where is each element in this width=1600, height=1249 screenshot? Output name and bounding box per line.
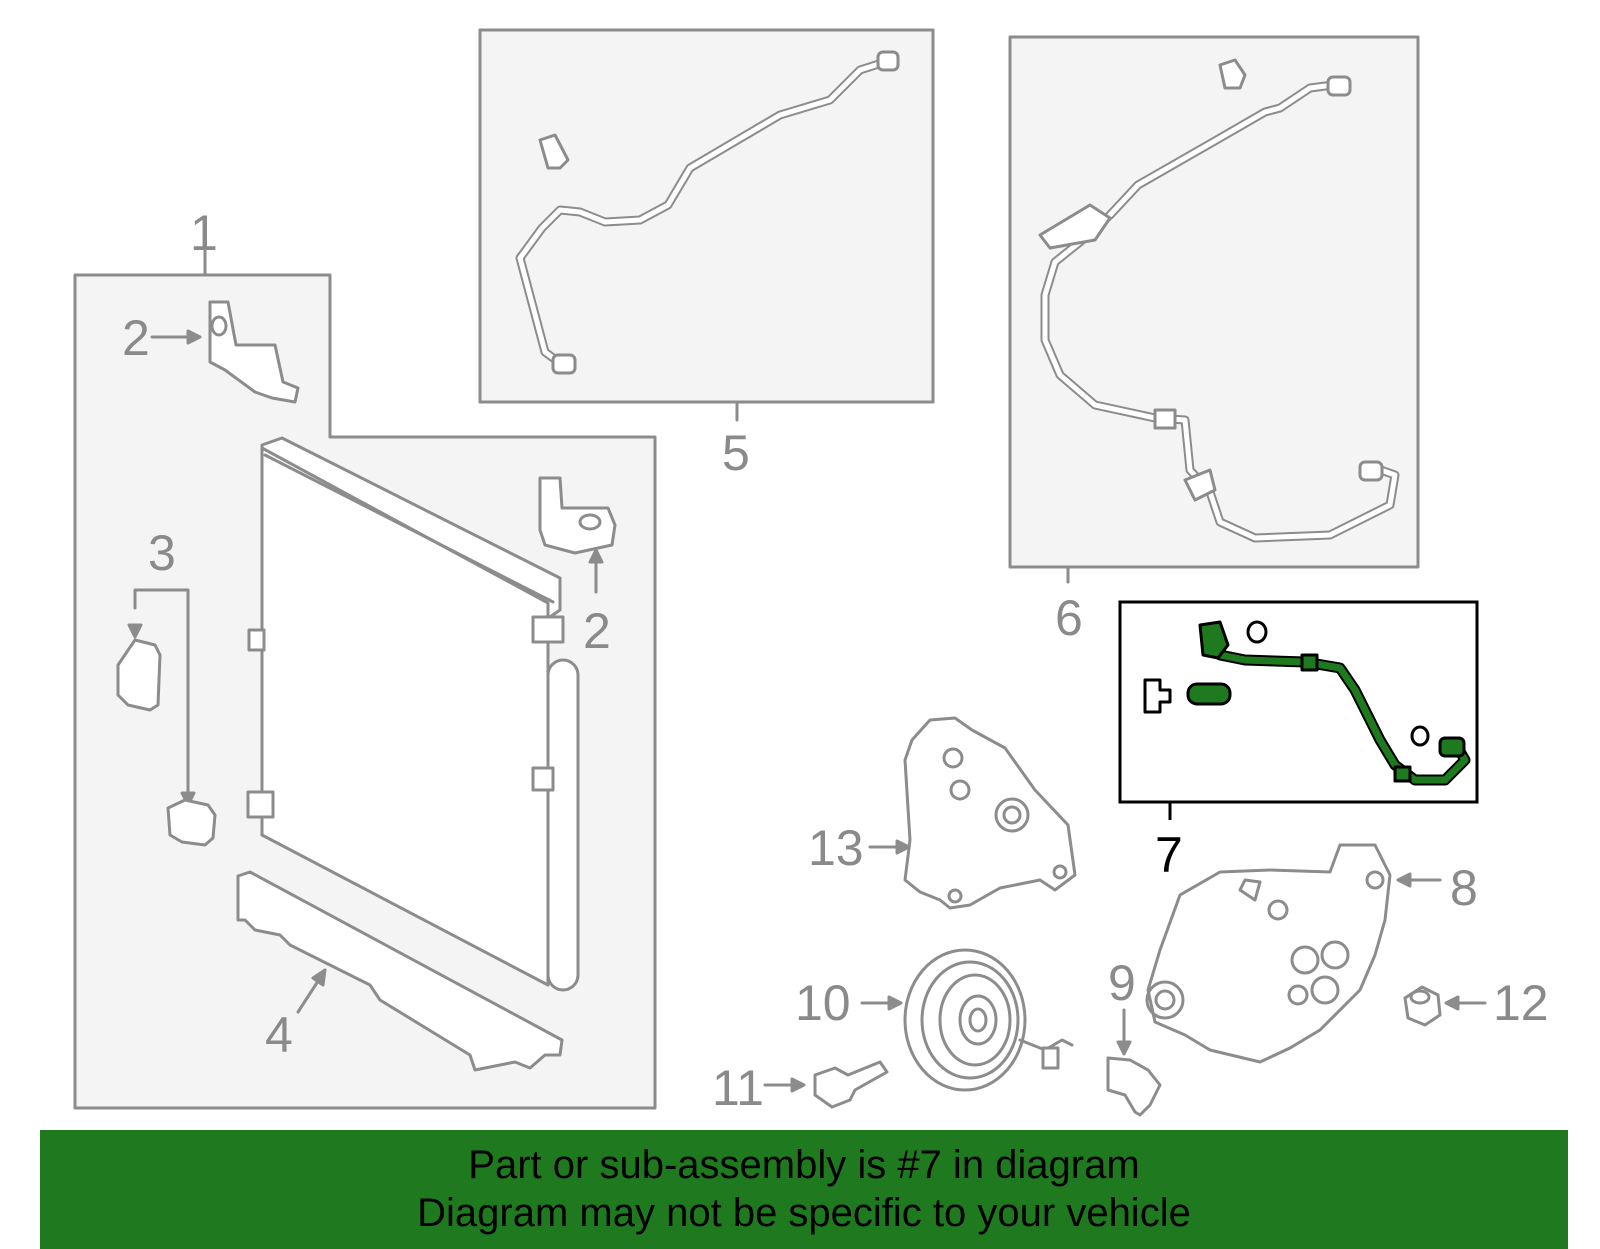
info-banner: Part or sub-assembly is #7 in diagram Di…	[40, 1130, 1568, 1249]
bolt-part	[813, 1060, 889, 1109]
banner-line-1: Part or sub-assembly is #7 in diagram	[468, 1143, 1140, 1187]
hose-5-group: 5	[478, 28, 935, 481]
bolt-group: 11	[712, 1060, 889, 1116]
receiver-drier-tube	[546, 658, 580, 992]
callout-7: 7	[1155, 827, 1183, 883]
callout-13: 13	[808, 820, 864, 876]
callout-5: 5	[722, 425, 750, 481]
mount-cushion-upper-part	[116, 638, 162, 712]
hose-6-group: 6	[1008, 35, 1420, 646]
clutch-group: 10	[795, 948, 1074, 1092]
bracket-9-group: 9	[1106, 955, 1162, 1117]
hose-6-frame	[1008, 35, 1420, 569]
callout-3: 3	[148, 525, 176, 581]
callout-10: 10	[795, 975, 851, 1031]
compressor-bracket-part	[903, 716, 1077, 910]
seal-lower-part	[236, 870, 564, 1072]
hose-7-frame	[1118, 600, 1479, 804]
nut-group: 12	[1403, 975, 1549, 1031]
compressor-part	[1146, 843, 1392, 1064]
callout-4: 4	[265, 1007, 293, 1063]
callout-2-right: 2	[583, 603, 611, 659]
compressor-group: 8	[1145, 843, 1478, 1064]
callout-9: 9	[1108, 955, 1136, 1011]
compressor-bracket-group: 13	[808, 716, 1077, 910]
nut-part	[1403, 985, 1442, 1027]
callout-6: 6	[1055, 590, 1083, 646]
banner-line-2: Diagram may not be specific to your vehi…	[417, 1191, 1191, 1235]
callout-11: 11	[712, 1060, 764, 1116]
mount-cushion-lower-part	[166, 798, 217, 847]
bracket-9-part	[1106, 1056, 1162, 1117]
bracket-upper-part	[208, 300, 300, 404]
hose-7-group: 7	[1118, 600, 1479, 883]
callout-12: 12	[1493, 975, 1549, 1031]
callout-8: 8	[1450, 860, 1478, 916]
callout-1: 1	[190, 205, 218, 261]
condenser-assembly-group: 1 2 2 3 4	[73, 205, 657, 1110]
bracket-right-part	[538, 476, 617, 555]
callout-2-upper: 2	[122, 310, 150, 366]
